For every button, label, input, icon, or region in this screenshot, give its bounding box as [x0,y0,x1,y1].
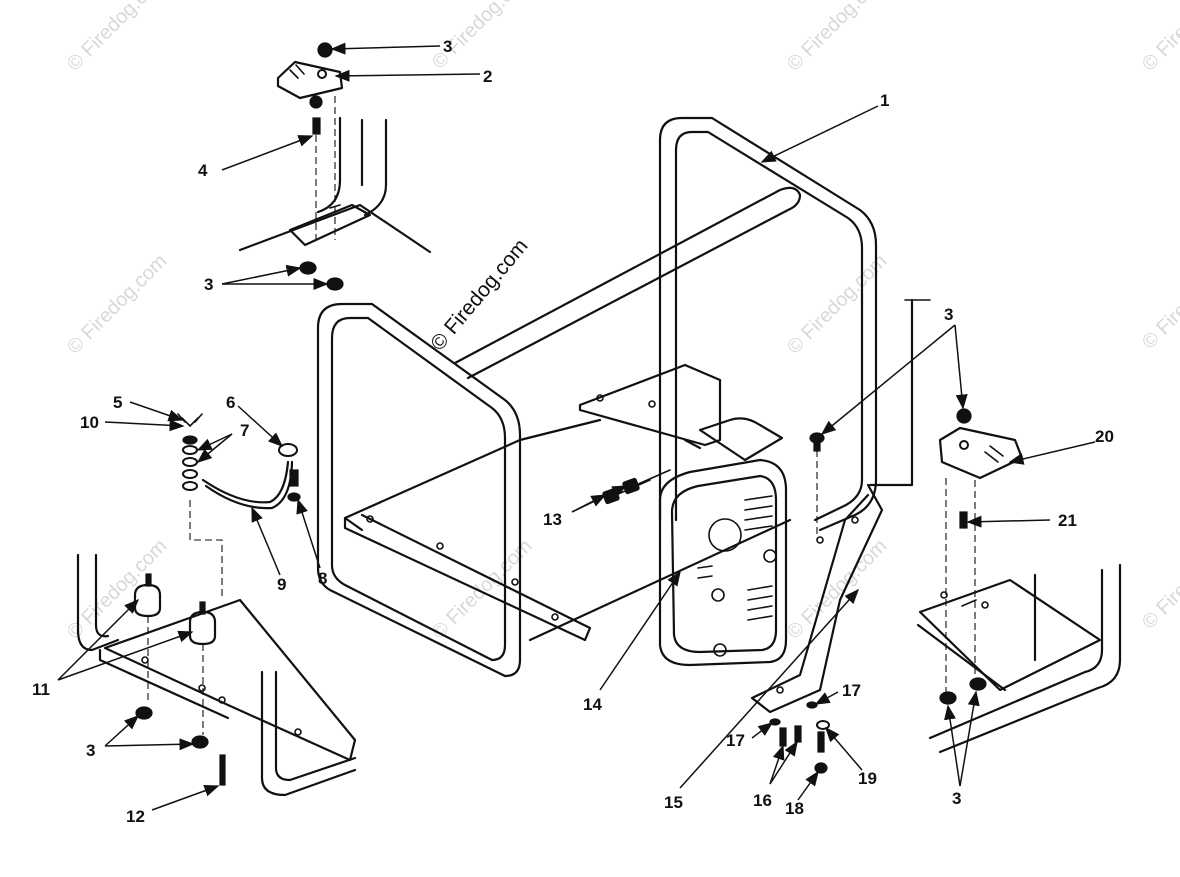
watermark-tile: © Firedog.com [1138,525,1180,634]
callout-11: 11 [32,680,50,699]
callout-12: 12 [126,807,145,826]
main-tube-frame [316,116,878,678]
bottom-left-assembly [76,553,357,797]
callout-17: 17 [842,681,861,700]
watermark-tile: © Firedog.com [1138,0,1180,76]
callout-21: 21 [1058,511,1077,530]
callout-15: 15 [664,793,683,812]
watermark-main: © Firedog.com [426,235,532,356]
callout-18: 18 [785,799,804,818]
callout-16: 16 [753,791,772,810]
watermark-tile: © Firedog.com [783,535,892,644]
callout-4: 4 [198,161,208,180]
callout-3: 3 [86,741,95,760]
callout-3: 3 [944,305,953,324]
callout-14: 14 [583,695,602,714]
callout-3: 3 [204,275,213,294]
callout-3: 3 [952,789,961,808]
watermark-tile: © Firedog.com [63,0,172,76]
right-assembly [809,408,1122,754]
callout-3: 3 [443,37,452,56]
leader-lines [57,42,1096,811]
watermark-tile: © Firedog.com [1138,245,1180,354]
callout-7: 7 [240,421,249,440]
callout-19: 19 [858,769,877,788]
watermark-tile: © Firedog.com [63,250,172,359]
left-cable-assembly [177,413,301,600]
watermark-tile: © Firedog.com [783,0,892,76]
callout-5: 5 [113,393,122,412]
muffler [658,417,788,667]
callout-6: 6 [226,393,235,412]
callout-17: 17 [726,731,745,750]
bottom-center-hardware [769,701,830,774]
callout-9: 9 [277,575,286,594]
callout-8: 8 [318,569,327,588]
callout-1: 1 [880,91,889,110]
callout-10: 10 [80,413,99,432]
watermark-tiles: © Firedog.com © Firedog.com © Firedog.co… [63,0,1180,644]
callout-2: 2 [483,67,492,86]
callout-labels: 1 2 3 3 3 3 3 4 5 6 7 8 9 10 11 12 13 14… [32,37,1114,826]
top-left-assembly [238,42,432,291]
callout-20: 20 [1095,427,1114,446]
muffler-bracket [750,298,931,714]
watermark-tile: © Firedog.com [63,535,172,644]
callout-13: 13 [543,510,562,529]
